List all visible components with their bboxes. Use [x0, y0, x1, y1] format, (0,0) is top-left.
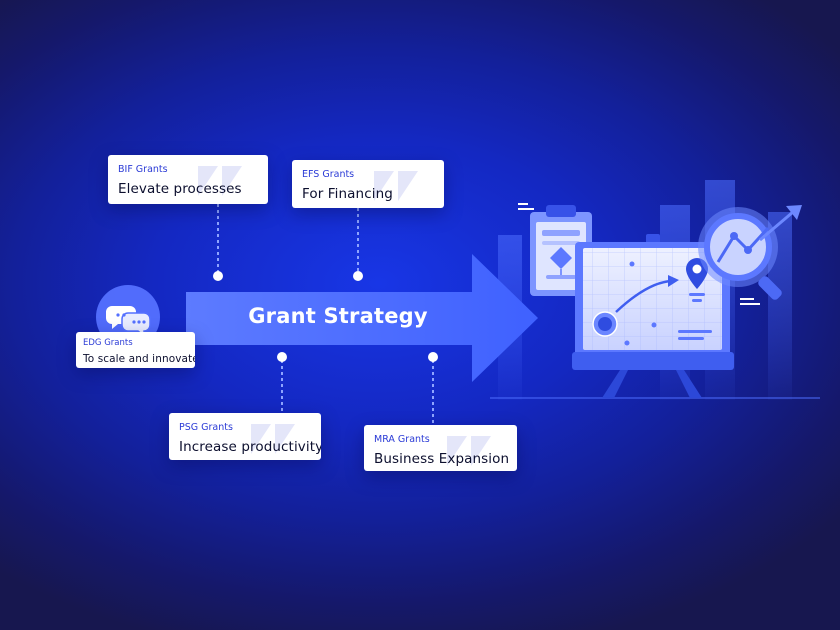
- card-watermark: [198, 166, 242, 196]
- grant-name: BIF Grants: [118, 164, 168, 175]
- grant-name: PSG Grants: [179, 422, 233, 433]
- grant-card-bif: BIF Grants Elevate processes: [108, 155, 268, 204]
- baseline: [490, 397, 820, 399]
- grant-name: EFS Grants: [302, 169, 355, 180]
- magnifying-glass-icon: [698, 207, 782, 300]
- grant-card-edg: EDG Grants To scale and innovate: [76, 332, 195, 368]
- connector-dot: [277, 352, 287, 362]
- main-arrow: [186, 254, 538, 382]
- grant-description: To scale and innovate: [83, 353, 195, 365]
- grant-description: Increase productivity: [179, 439, 321, 455]
- grant-description: Business Expansion: [374, 451, 510, 467]
- trend-arrow-icon: [740, 205, 802, 305]
- connector-dot: [353, 271, 363, 281]
- location-pin-icon: [686, 258, 708, 302]
- grant-description: For Financing: [302, 186, 393, 202]
- grant-description: Elevate processes: [118, 181, 242, 197]
- grant-card-mra: MRA Grants Business Expansion: [364, 425, 517, 471]
- connector-dot: [428, 352, 438, 362]
- card-watermark: [374, 171, 418, 201]
- connectors: [217, 204, 434, 424]
- grant-card-efs: EFS Grants For Financing: [292, 160, 444, 208]
- grant-name: EDG Grants: [83, 338, 133, 348]
- grant-name: MRA Grants: [374, 434, 430, 445]
- card-watermark: [447, 436, 491, 466]
- grant-card-psg: PSG Grants Increase productivity: [169, 413, 321, 460]
- connector-dot: [213, 271, 223, 281]
- card-watermark: [251, 424, 295, 454]
- grant-strategy-label: Grant Strategy: [248, 304, 428, 328]
